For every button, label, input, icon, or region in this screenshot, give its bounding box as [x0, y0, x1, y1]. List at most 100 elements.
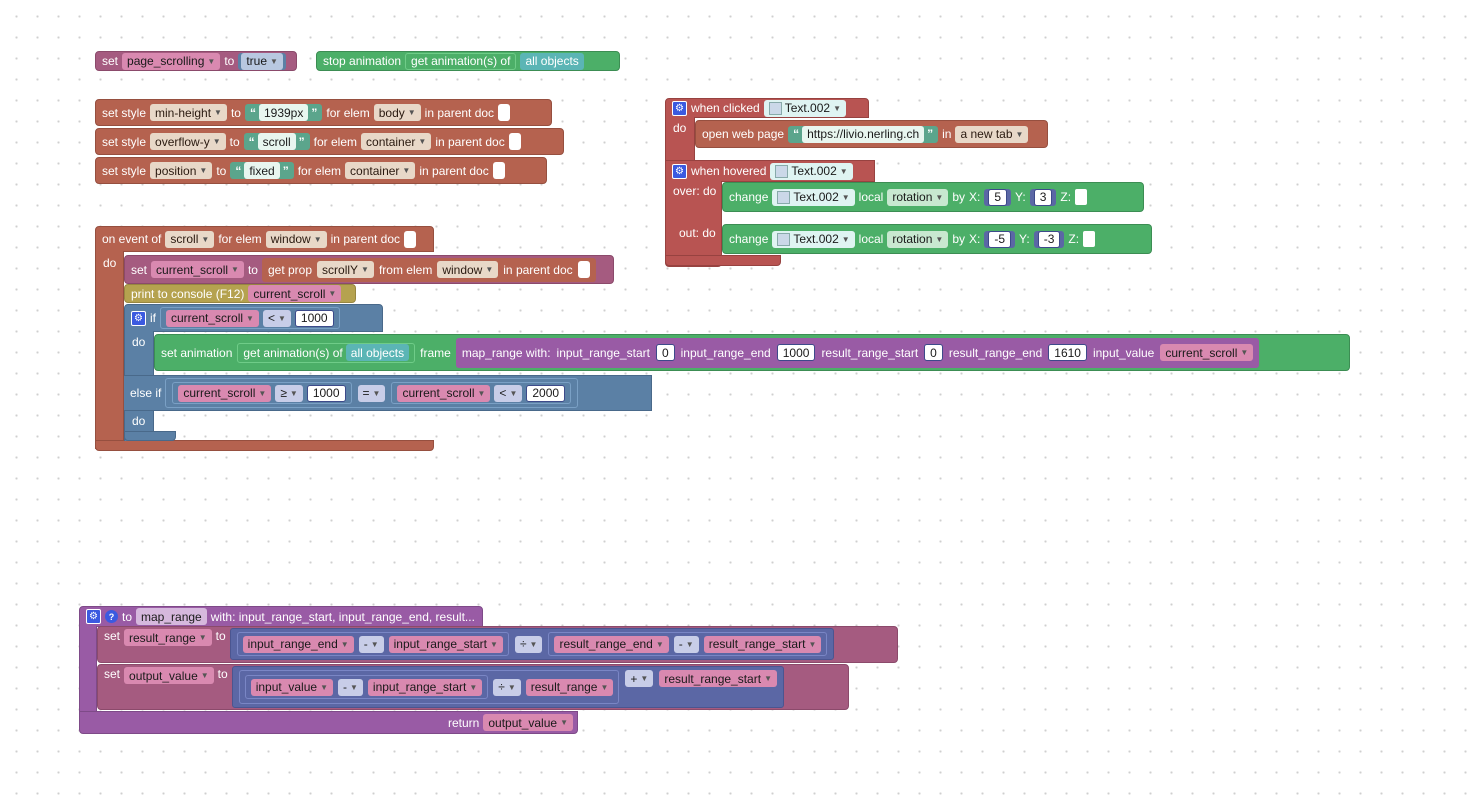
number-field[interactable]: -3 — [1037, 230, 1061, 248]
object-dropdown[interactable]: Text.002▼ — [772, 188, 855, 206]
number-field[interactable]: 1000 — [306, 384, 346, 402]
variable-dropdown[interactable]: current_scroll▼ — [151, 261, 244, 278]
operator-dropdown[interactable]: <▼ — [262, 309, 291, 327]
multiply-block[interactable]: input_value▼ -▼ input_range_start▼ ÷▼ re… — [238, 670, 620, 704]
number-field[interactable]: 2000 — [526, 384, 566, 402]
string-value[interactable]: scroll — [257, 133, 296, 150]
print-console-block[interactable]: print to console (F12) current_scroll▼ — [124, 284, 356, 303]
set-style-overflow-block[interactable]: set style overflow-y▼ to “scroll” for el… — [95, 128, 564, 155]
map-range-call-block[interactable]: map_range with: input_range_start 0 inpu… — [455, 337, 1260, 368]
variable-dropdown[interactable]: current_scroll▼ — [166, 309, 259, 327]
gear-icon[interactable]: ⚙ — [131, 310, 146, 326]
number-field[interactable]: 1000 — [776, 344, 816, 361]
target-dropdown[interactable]: a new tab▼ — [955, 125, 1029, 143]
element-dropdown[interactable]: body▼ — [373, 104, 421, 121]
variable-dropdown[interactable]: result_range▼ — [525, 678, 614, 696]
variable-dropdown[interactable]: output_value▼ — [124, 667, 214, 684]
boolean-block[interactable]: true▼ — [238, 52, 286, 70]
procedure-name-field[interactable]: map_range — [136, 608, 207, 625]
gear-icon[interactable]: ⚙ — [86, 609, 101, 624]
object-dropdown[interactable]: Text.002▼ — [763, 99, 846, 117]
operator-dropdown[interactable]: ÷▼ — [493, 678, 521, 696]
element-dropdown[interactable]: window▼ — [437, 261, 499, 278]
number-field[interactable]: -5 — [988, 230, 1012, 248]
event-dropdown[interactable]: scroll▼ — [165, 230, 215, 248]
compare-block[interactable]: current_scroll▼ <▼ 1000 — [160, 307, 340, 329]
style-property-dropdown[interactable]: overflow-y▼ — [150, 133, 226, 150]
number-field[interactable]: 3 — [1033, 188, 1053, 206]
boolean-dropdown[interactable]: true▼ — [241, 52, 283, 70]
variable-dropdown[interactable]: current_scroll▼ — [248, 285, 342, 302]
stop-animation-block[interactable]: stop animation get animation(s) of all o… — [316, 51, 620, 71]
object-dropdown[interactable]: Text.002▼ — [770, 162, 853, 180]
change-rotation-over-block[interactable]: change Text.002▼ local rotation▼ by X: 5… — [722, 182, 1144, 212]
and-compare-block[interactable]: current_scroll▼ ≥▼ 1000 =▼ current_scrol… — [165, 378, 579, 408]
get-animations-block[interactable]: get animation(s) of all objects — [237, 342, 416, 363]
string-block[interactable]: “https://livio.nerling.ch” — [788, 125, 939, 143]
variable-dropdown[interactable]: input_range_start▼ — [367, 678, 483, 696]
get-animations-block[interactable]: get animation(s) of — [405, 52, 517, 70]
number-field[interactable]: 5 — [988, 188, 1008, 206]
variable-dropdown[interactable]: current_scroll▼ — [178, 384, 272, 402]
style-property-dropdown[interactable]: min-height▼ — [150, 104, 227, 121]
number-field[interactable]: 1000 — [294, 309, 334, 327]
gear-icon[interactable]: ⚙ — [672, 163, 687, 179]
all-objects-block[interactable]: all objects — [520, 52, 584, 70]
number-block[interactable]: -5 — [984, 230, 1016, 248]
variable-dropdown[interactable]: page_scrolling▼ — [122, 52, 221, 70]
operator-dropdown[interactable]: +▼ — [625, 670, 654, 687]
number-block[interactable]: 5 — [984, 188, 1012, 206]
string-block[interactable]: “scroll” — [243, 133, 310, 150]
operator-dropdown[interactable]: ÷▼ — [514, 635, 543, 653]
variable-dropdown[interactable]: input_range_start▼ — [388, 635, 503, 653]
variable-dropdown[interactable]: result_range_start▼ — [703, 635, 822, 653]
change-rotation-out-block[interactable]: change Text.002▼ local rotation▼ by X: -… — [722, 224, 1152, 254]
logic-operator-dropdown[interactable]: =▼ — [357, 384, 386, 402]
variable-dropdown[interactable]: result_range▼ — [124, 629, 212, 646]
checkbox[interactable] — [498, 104, 511, 121]
string-block[interactable]: “1939px” — [244, 104, 323, 121]
checkbox[interactable] — [492, 162, 505, 179]
set-output-value-block[interactable]: set output_value▼ to input_value▼ -▼ inp… — [97, 664, 849, 710]
set-animation-block[interactable]: set animation get animation(s) of all ob… — [154, 334, 1350, 371]
string-block[interactable]: “fixed” — [230, 162, 294, 179]
when-clicked-block[interactable]: ⚙ when clicked Text.002▼ — [665, 98, 869, 118]
all-objects-block[interactable]: all objects — [345, 344, 410, 361]
compare-block[interactable]: current_scroll▼ ≥▼ 1000 — [172, 382, 352, 404]
open-web-page-block[interactable]: open web page “https://livio.nerling.ch”… — [695, 120, 1048, 148]
set-style-position-block[interactable]: set style position▼ to “fixed” for elem … — [95, 157, 547, 184]
set-style-min-height-block[interactable]: set style min-height▼ to “1939px” for el… — [95, 99, 552, 126]
number-field[interactable]: 0 — [655, 344, 675, 361]
object-dropdown[interactable]: Text.002▼ — [772, 230, 855, 248]
empty-input-slot[interactable] — [1083, 231, 1096, 247]
transform-dropdown[interactable]: rotation▼ — [887, 230, 949, 248]
operator-dropdown[interactable]: -▼ — [673, 635, 699, 653]
minus-block[interactable]: input_value▼ -▼ input_range_start▼ — [244, 675, 489, 699]
variable-dropdown[interactable]: output_value▼ — [483, 714, 573, 731]
when-hovered-block[interactable]: ⚙ when hovered Text.002▼ — [665, 160, 875, 182]
operator-dropdown[interactable]: ≥▼ — [275, 384, 303, 402]
variable-dropdown[interactable]: current_scroll▼ — [397, 384, 491, 402]
string-value[interactable]: fixed — [244, 162, 280, 179]
set-current-scroll-block[interactable]: set current_scroll▼ to get prop scrollY▼… — [124, 255, 614, 284]
number-block[interactable]: 3 — [1029, 188, 1057, 206]
help-icon[interactable]: ? — [105, 610, 118, 623]
get-prop-block[interactable]: get prop scrollY▼ from elem window▼ in p… — [261, 257, 596, 282]
variable-dropdown[interactable]: result_range_start▼ — [659, 670, 777, 687]
number-field[interactable]: 0 — [924, 344, 943, 361]
variable-dropdown[interactable]: input_range_end▼ — [242, 635, 354, 653]
plus-block[interactable]: input_value▼ -▼ input_range_start▼ ÷▼ re… — [231, 666, 784, 708]
empty-input-slot[interactable] — [1075, 189, 1088, 205]
set-page-scrolling-block[interactable]: set page_scrolling▼ to true▼ — [95, 51, 297, 71]
element-dropdown[interactable]: container▼ — [361, 133, 432, 150]
on-event-scroll-block[interactable]: on event of scroll▼ for elem window▼ in … — [95, 226, 434, 252]
operator-dropdown[interactable]: -▼ — [358, 635, 384, 653]
style-property-dropdown[interactable]: position▼ — [150, 162, 213, 179]
if-block[interactable]: ⚙ if current_scroll▼ <▼ 1000 — [124, 304, 383, 332]
number-block[interactable]: -3 — [1033, 230, 1065, 248]
procedure-definition-block[interactable]: ⚙ ? to map_range with: input_range_start… — [79, 606, 483, 627]
checkbox[interactable] — [577, 261, 590, 278]
string-value[interactable]: 1939px — [258, 104, 309, 121]
gear-icon[interactable]: ⚙ — [672, 100, 687, 116]
operator-dropdown[interactable]: <▼ — [494, 384, 523, 402]
